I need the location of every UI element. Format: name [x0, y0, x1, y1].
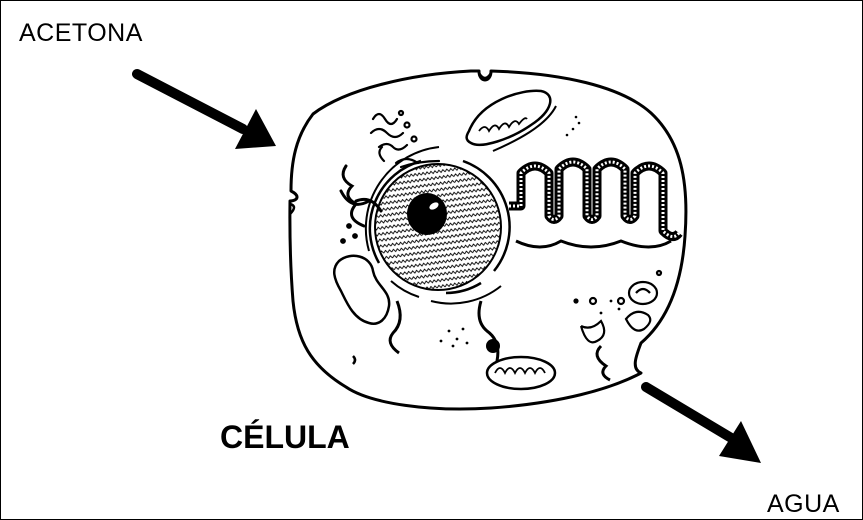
substance-out-label: AGUA	[767, 490, 840, 519]
substance-in-label: ACETONA	[19, 19, 143, 48]
arrow-in-icon	[137, 74, 276, 149]
mitochondrion-bottom	[487, 357, 555, 389]
cell-label: CÉLULA	[220, 419, 350, 456]
arrow-out-icon	[646, 387, 761, 463]
nucleolus	[407, 193, 447, 235]
